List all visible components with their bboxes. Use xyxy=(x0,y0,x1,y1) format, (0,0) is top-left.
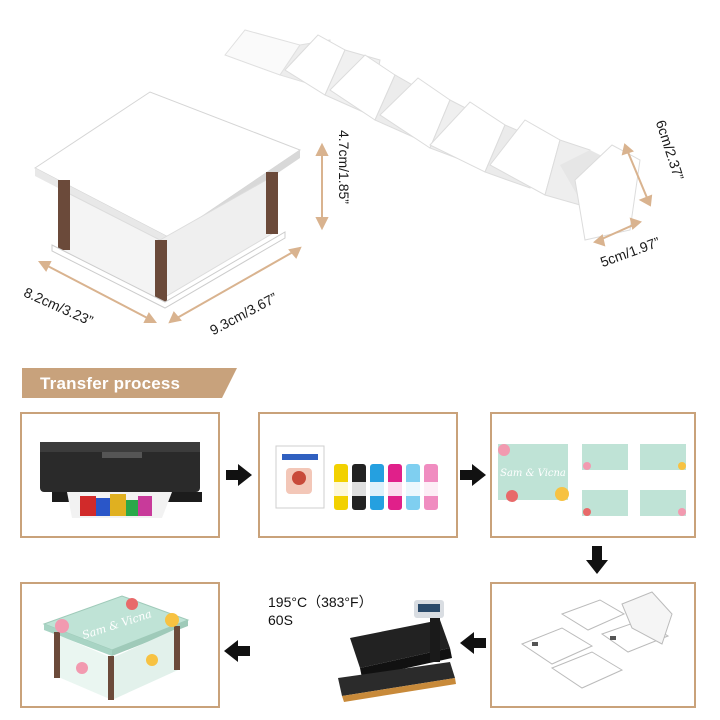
blank-pieces-image xyxy=(520,591,673,689)
ink-and-paper-image xyxy=(275,445,438,510)
press-time: 60S xyxy=(268,612,293,628)
step-finished-panel: Sam & Vicna xyxy=(20,582,220,708)
double-arrow-icon xyxy=(38,142,329,324)
finished-box-image: Sam & Vicna xyxy=(42,595,190,700)
double-arrow-icon xyxy=(593,143,653,247)
folded-card-product xyxy=(224,29,641,241)
section-banner xyxy=(22,368,237,398)
step-print-panel xyxy=(20,412,220,538)
arrow-icon xyxy=(460,632,486,654)
product-illustration xyxy=(34,29,653,324)
height-dimension-label: 4.7cm/1.85” xyxy=(336,130,352,204)
arrow-icon xyxy=(586,546,608,574)
arrow-icon xyxy=(460,464,486,486)
section-title: Transfer process xyxy=(40,374,181,393)
heat-press-image xyxy=(338,600,456,702)
arrow-icon xyxy=(226,464,252,486)
design-text: Sam & Vicna xyxy=(500,468,566,479)
blank-box-product xyxy=(34,91,302,309)
press-temperature: 195°C（383°F） xyxy=(268,594,373,610)
step-pieces-panel xyxy=(490,582,696,708)
design-printout-image: Sam & Vicna xyxy=(498,444,686,516)
step-materials-panel xyxy=(258,412,458,538)
step-design-panel: Sam & Vicna xyxy=(490,412,696,538)
arrow-icon xyxy=(224,640,250,662)
printer-image xyxy=(40,442,202,518)
